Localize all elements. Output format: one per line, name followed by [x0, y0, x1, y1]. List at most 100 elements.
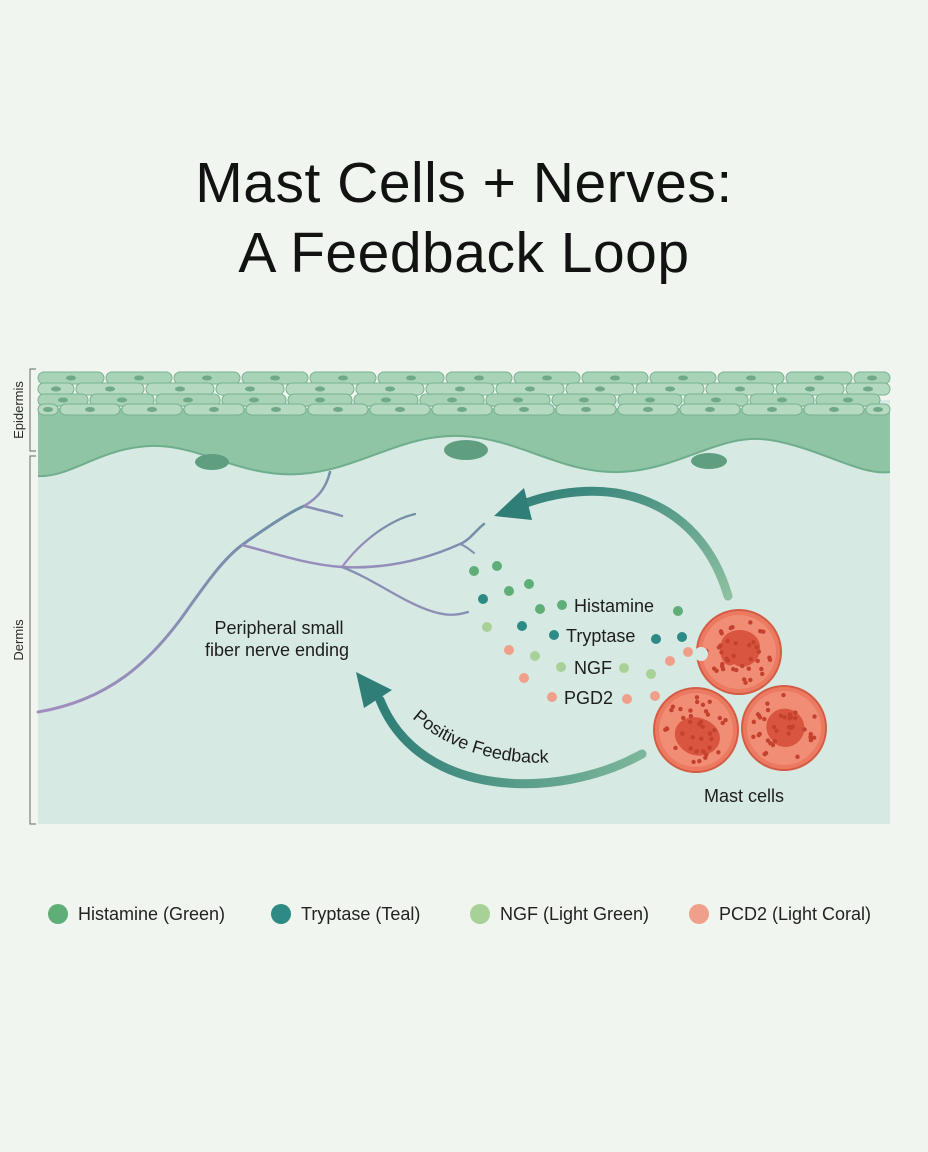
mediator-particle	[504, 645, 514, 655]
mast-cell-granule	[705, 712, 711, 717]
mast-cell-granule	[751, 719, 757, 725]
mediator-particle	[517, 621, 527, 631]
mast-cell-granule	[700, 724, 705, 729]
mast-cell-granule	[694, 749, 699, 754]
epidermal-nucleus	[245, 386, 255, 392]
epidermal-nucleus	[805, 386, 815, 392]
epidermal-nucleus	[271, 407, 281, 412]
epidermal-nucleus	[183, 397, 193, 403]
epidermal-nucleus	[85, 407, 95, 412]
histamine-dot	[557, 600, 567, 610]
epidermal-nucleus	[209, 407, 219, 412]
legend-item-pcd2: PCD2 (Light Coral)	[689, 898, 871, 930]
epidermal-nucleus	[513, 397, 523, 403]
positive-feedback-arrow	[356, 672, 647, 789]
ngf-label: NGF	[574, 658, 612, 678]
epidermal-nucleus	[66, 375, 76, 381]
mast-cell-granule	[748, 620, 753, 625]
epidermis-basal-edge	[37, 434, 891, 478]
basal-nucleus	[691, 453, 727, 469]
mast-cell-granule	[788, 725, 794, 731]
dermis-layer-label: Dermis	[11, 619, 26, 661]
mast-cell-granule	[720, 720, 725, 726]
epidermal-nucleus	[767, 407, 777, 412]
epidermal-nucleus	[455, 386, 465, 392]
epidermal-nucleus	[51, 386, 61, 392]
mast-cell-granule	[755, 712, 761, 717]
mast-cell-granule	[716, 645, 722, 650]
epidermal-nucleus	[829, 407, 839, 412]
tryptase-label: Tryptase	[566, 626, 635, 646]
mast-cell-granule	[755, 658, 760, 664]
mast-cell-granule	[808, 738, 814, 743]
mast-cell-granule	[731, 653, 736, 659]
mast-cell-granule	[697, 721, 702, 727]
mast-cell-granule	[687, 719, 693, 725]
mast-cell-granule	[748, 677, 753, 683]
mast-cell	[653, 687, 739, 773]
epidermal-nucleus	[270, 375, 280, 381]
mast-cell-granule	[707, 745, 712, 751]
mast-cell-granule	[812, 714, 817, 719]
title-line-2: A Feedback Loop	[238, 221, 690, 285]
legend-swatch	[271, 904, 291, 924]
mast-cell-granule	[802, 727, 807, 732]
epidermal-nucleus	[105, 386, 115, 392]
page-title: Mast Cells + Nerves: A Feedback Loop	[0, 148, 928, 288]
mast-cell-granule	[793, 715, 798, 721]
mast-cell-granule	[743, 680, 748, 685]
mediator-particle	[622, 694, 632, 704]
mediator-particle	[478, 594, 488, 604]
mast-cell-granule	[751, 734, 756, 740]
mast-cell-granule	[681, 715, 686, 721]
mast-cell-granule	[728, 625, 733, 631]
mast-cell-granule	[723, 717, 728, 723]
mast-cell-granule	[758, 629, 763, 634]
mediator-particle	[646, 669, 656, 679]
mast-cell-granule	[711, 666, 717, 671]
ngf-dot	[556, 662, 566, 672]
mediator-particle	[519, 673, 529, 683]
mast-cell-granule	[760, 671, 765, 677]
release-arrow	[494, 486, 733, 601]
basal-nucleus	[195, 454, 229, 470]
epidermal-nucleus	[134, 375, 144, 381]
epidermal-nucleus	[746, 375, 756, 381]
epidermal-nucleus	[381, 397, 391, 403]
mediator-labels: Histamine Tryptase NGF PGD2	[547, 596, 654, 708]
mast-cell-granule	[663, 727, 668, 732]
epidermis-cell-layers	[37, 371, 891, 416]
mediator-particle	[673, 606, 683, 616]
legend-swatch	[470, 904, 490, 924]
mast-cell-granule	[765, 707, 771, 713]
mast-cell-granule	[707, 731, 713, 736]
mast-cell-granule	[694, 699, 700, 705]
mast-cell-granule	[772, 738, 778, 744]
mast-cell-granule	[704, 752, 709, 757]
epidermal-nucleus	[867, 375, 877, 381]
epidermal-nucleus	[58, 397, 68, 403]
epidermal-nucleus	[735, 386, 745, 392]
epidermal-nucleus	[525, 386, 535, 392]
mast-cell-granule	[701, 749, 706, 754]
mast-cell-granule	[669, 707, 674, 713]
epidermal-nucleus	[338, 375, 348, 381]
nerve-label-line-1: Peripheral small	[214, 618, 343, 638]
mediator-particle	[650, 691, 660, 701]
epidermal-nucleus	[147, 407, 157, 412]
mast-cell-granule	[709, 736, 714, 742]
epidermal-nucleus	[711, 397, 721, 403]
epidermal-nucleus	[315, 386, 325, 392]
mast-cell-granule	[786, 731, 791, 736]
legend-swatch	[689, 904, 709, 924]
mast-cell-granule	[787, 716, 792, 721]
epidermal-nucleus	[595, 386, 605, 392]
epidermal-nucleus	[395, 407, 405, 412]
mast-cell-granule	[720, 661, 725, 667]
mast-cell-granule	[716, 750, 721, 755]
epidermal-nucleus	[705, 407, 715, 412]
mast-cell-granule	[718, 629, 724, 634]
nerve-fiber	[36, 470, 486, 714]
mediator-particle	[492, 561, 502, 571]
epidermal-nucleus	[202, 375, 212, 381]
